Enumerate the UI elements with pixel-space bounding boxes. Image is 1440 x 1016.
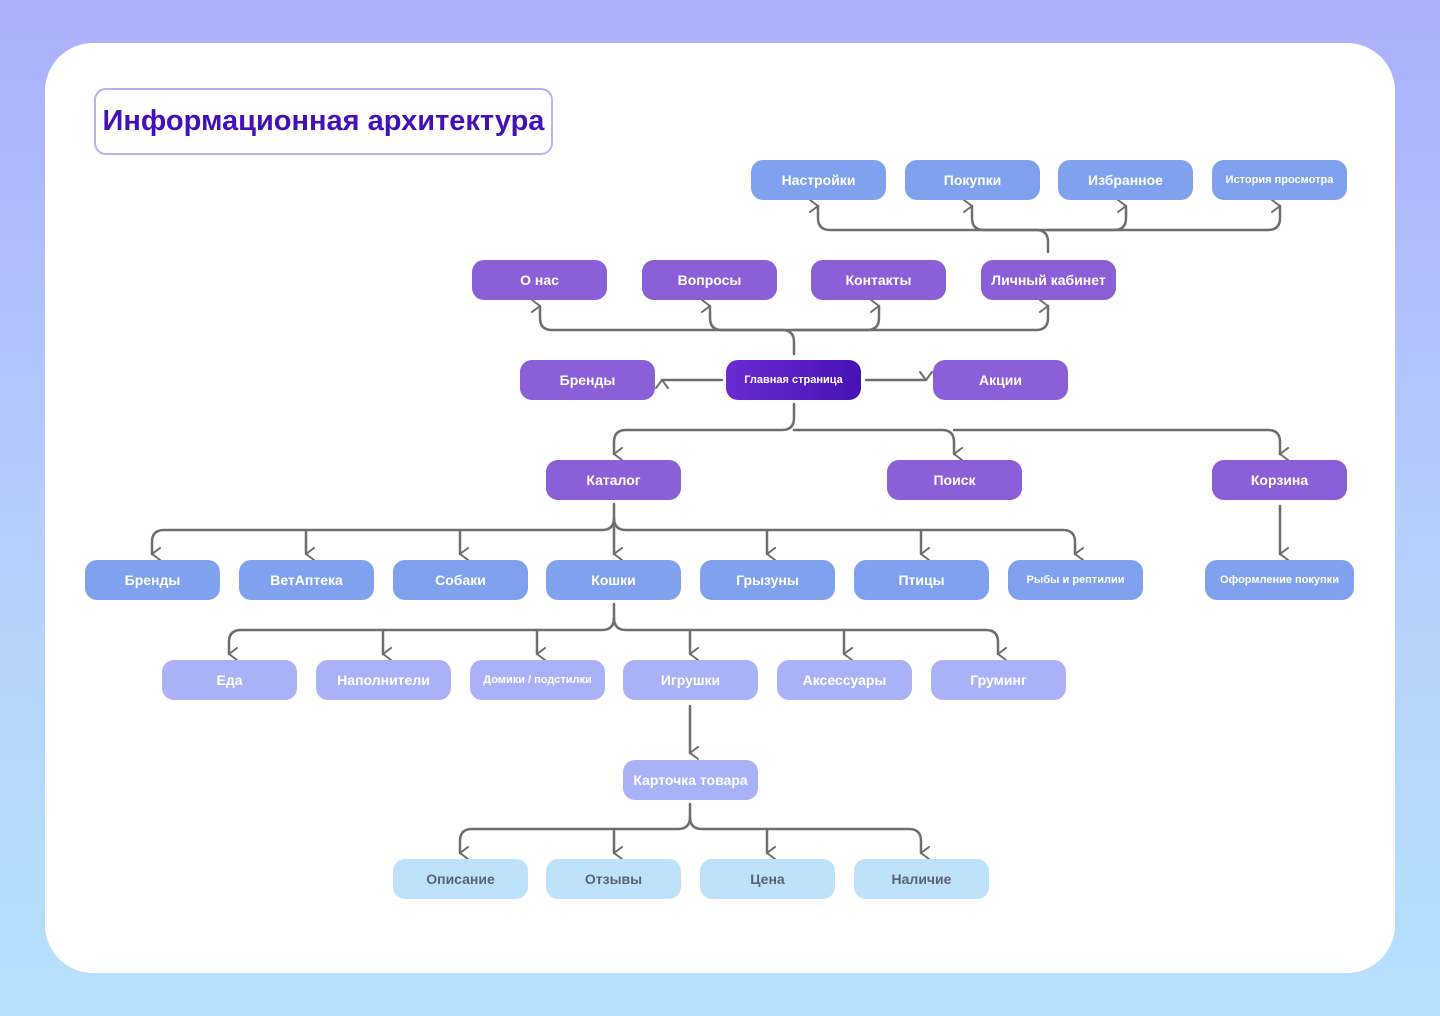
node-cats[interactable]: Кошки — [546, 560, 681, 600]
node-checkout[interactable]: Оформление покупки — [1205, 560, 1354, 600]
node-search[interactable]: Поиск — [887, 460, 1022, 500]
page-title: Информационная архитектура — [102, 105, 545, 137]
node-reviews[interactable]: Отзывы — [546, 859, 681, 899]
node-contacts[interactable]: Контакты — [811, 260, 946, 300]
node-product-card[interactable]: Карточка товара — [623, 760, 758, 800]
node-settings[interactable]: Настройки — [751, 160, 886, 200]
node-home[interactable]: Главная страница — [726, 360, 861, 400]
node-grooming[interactable]: Груминг — [931, 660, 1066, 700]
node-catalog[interactable]: Каталог — [546, 460, 681, 500]
node-dogs[interactable]: Собаки — [393, 560, 528, 600]
node-fish-reptiles[interactable]: Рыбы и рептилии — [1008, 560, 1143, 600]
node-brands[interactable]: Бренды — [85, 560, 220, 600]
node-availability[interactable]: Наличие — [854, 859, 989, 899]
node-questions[interactable]: Вопросы — [642, 260, 777, 300]
node-account[interactable]: Личный кабинет — [981, 260, 1116, 300]
node-vetpharmacy[interactable]: ВетАптека — [239, 560, 374, 600]
node-accessories[interactable]: Аксессуары — [777, 660, 912, 700]
node-houses[interactable]: Домики / подстилки — [470, 660, 605, 700]
node-purchases[interactable]: Покупки — [905, 160, 1040, 200]
node-cart[interactable]: Корзина — [1212, 460, 1347, 500]
node-brands-top[interactable]: Бренды — [520, 360, 655, 400]
node-description[interactable]: Описание — [393, 859, 528, 899]
node-birds[interactable]: Птицы — [854, 560, 989, 600]
node-fillers[interactable]: Наполнители — [316, 660, 451, 700]
node-about[interactable]: О нас — [472, 260, 607, 300]
node-food[interactable]: Еда — [162, 660, 297, 700]
node-favorites[interactable]: Избранное — [1058, 160, 1193, 200]
node-history[interactable]: История просмотра — [1212, 160, 1347, 200]
node-promos[interactable]: Акции — [933, 360, 1068, 400]
node-rodents[interactable]: Грызуны — [700, 560, 835, 600]
title-box: Информационная архитектура — [94, 88, 553, 155]
node-toys[interactable]: Игрушки — [623, 660, 758, 700]
node-price[interactable]: Цена — [700, 859, 835, 899]
